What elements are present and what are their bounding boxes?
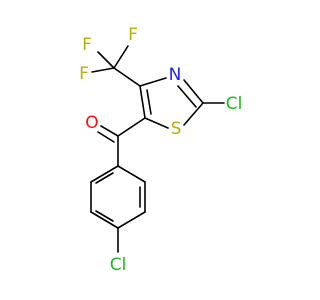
bond-co-1 <box>100 125 119 137</box>
bond-c4-n <box>139 77 167 87</box>
bond-c2-s <box>183 102 204 126</box>
bond-c-f2 <box>113 45 129 69</box>
atom-s: S <box>171 119 182 139</box>
molecule-svg: F F F N Cl O S Cl <box>79 25 242 275</box>
atom-cl-phenyl: Cl <box>110 255 127 275</box>
atom-n: N <box>169 65 182 85</box>
bond-ph-inner-2 <box>95 210 114 222</box>
bond-s-c5 <box>144 117 169 129</box>
atom-f3: F <box>79 64 89 84</box>
atom-o: O <box>85 113 98 133</box>
bond-ph-1 <box>117 165 146 183</box>
bond-c-f3 <box>91 67 115 73</box>
bond-cf3-ring <box>113 67 141 87</box>
bonds <box>90 45 225 253</box>
bond-c5-c4-1 <box>139 85 146 119</box>
bond-co-2 <box>97 131 115 143</box>
bond-ph-inner-3 <box>95 172 114 184</box>
structure-diagram: F F F N Cl O S Cl <box>79 25 242 275</box>
bond-n-c2-1 <box>183 79 204 104</box>
bond-c-f1 <box>97 51 115 69</box>
bond-c5-c4-2 <box>146 89 152 115</box>
bond-ph-6 <box>90 165 119 183</box>
atom-cl-thiazole: Cl <box>226 94 243 114</box>
atom-f1: F <box>82 35 92 55</box>
bond-n-c2-2 <box>177 85 197 108</box>
bond-ph-3 <box>117 211 146 229</box>
bond-ph-4 <box>90 211 119 229</box>
bond-c5-carbonyl <box>117 117 146 137</box>
atom-f2: F <box>128 25 138 45</box>
atom-labels: F F F N Cl O S Cl <box>79 25 242 275</box>
